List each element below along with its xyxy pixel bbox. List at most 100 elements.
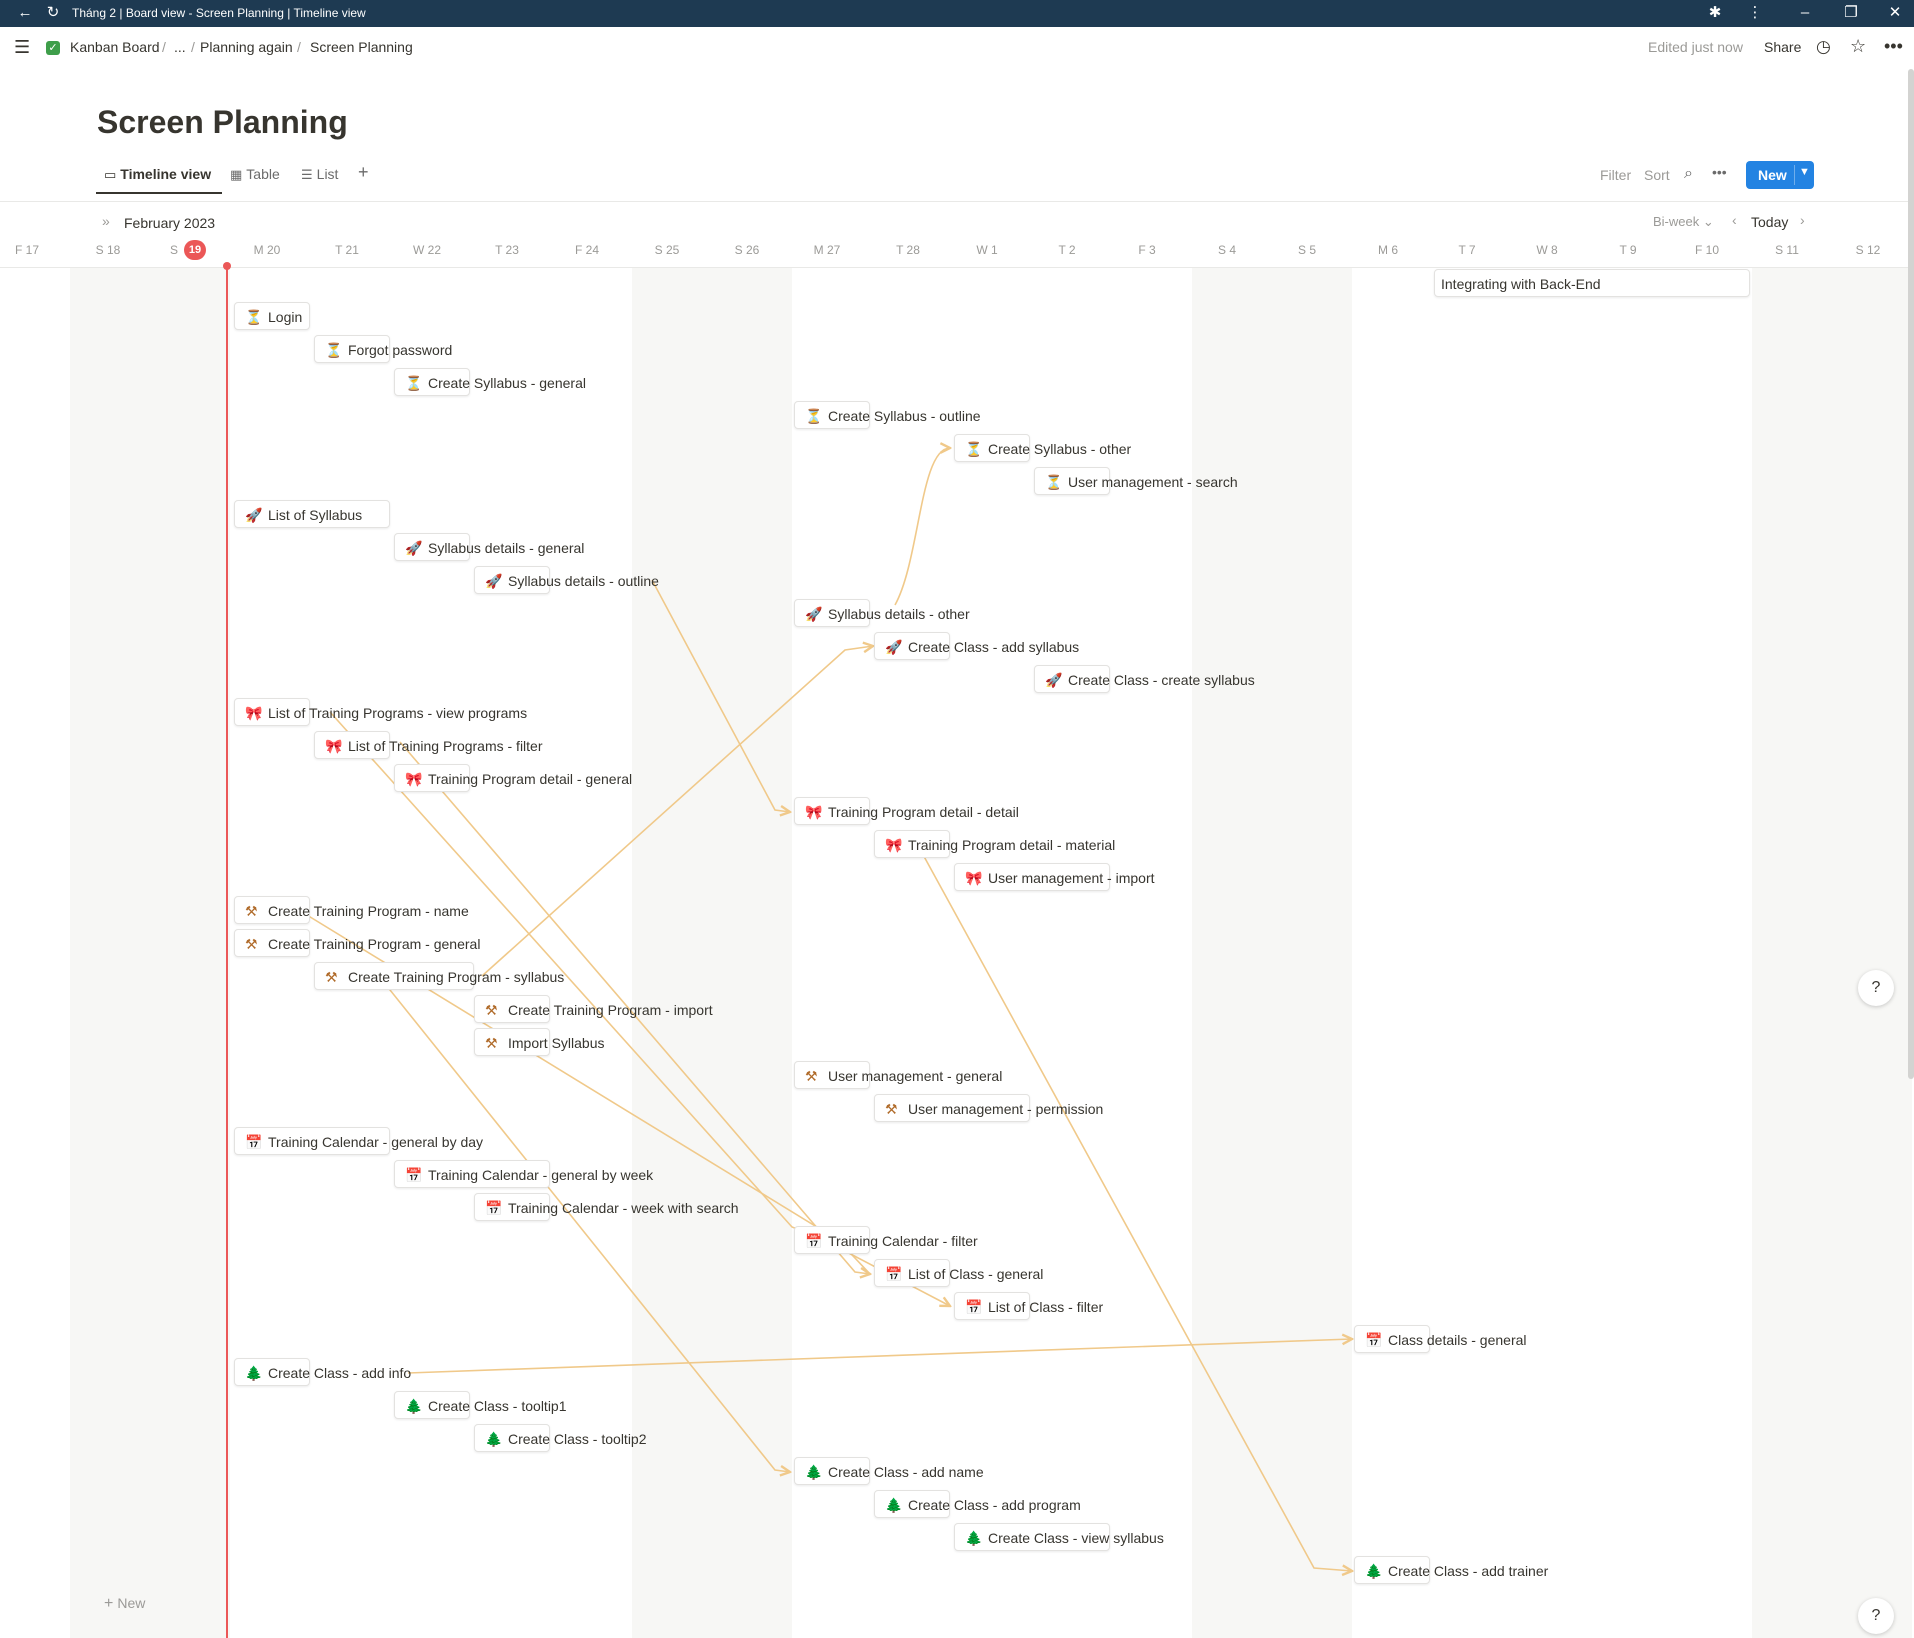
task-label: Create Training Program - import (508, 1002, 713, 1018)
task-bar[interactable]: 🌲Create Class - add trainer (1354, 1556, 1548, 1584)
close-icon[interactable]: ✕ (1888, 4, 1902, 21)
tab-table[interactable]: ▦Table (230, 166, 280, 183)
tab-timeline-view[interactable]: ▭Timeline view (104, 166, 211, 183)
breadcrumb-separator: / (297, 39, 301, 55)
more-options-icon[interactable]: ••• (1884, 36, 1903, 56)
task-bar[interactable]: ⏳User management - search (1034, 467, 1238, 495)
add-view-button[interactable]: + (358, 162, 369, 182)
task-bar[interactable]: ⚒Create Training Program - syllabus (314, 962, 564, 990)
sort-button[interactable]: Sort (1644, 167, 1670, 183)
topbar: ☰ ✓ Kanban Board / ... / Planning again … (0, 27, 1914, 69)
task-bar[interactable]: 📅Training Calendar - general by day (234, 1127, 483, 1155)
task-bar[interactable]: ⏳Forgot password (314, 335, 452, 363)
task-bar[interactable]: ⏳Create Syllabus - general (394, 368, 586, 396)
task-bar[interactable]: 🎀User management - import (954, 863, 1155, 891)
task-bar[interactable]: 🌲Create Class - add name (794, 1457, 984, 1485)
new-button-label: New (1758, 167, 1787, 183)
breadcrumb-kanban-board[interactable]: Kanban Board (70, 39, 160, 55)
scrollbar[interactable] (1908, 69, 1914, 1079)
day-label: S 25 (654, 243, 680, 257)
task-bar[interactable]: 🎀Training Program detail - general (394, 764, 632, 792)
task-label: Training Calendar - general by week (428, 1167, 654, 1183)
task-bar[interactable]: ⚒Create Training Program - import (474, 995, 713, 1023)
new-button[interactable]: New ▼ (1746, 161, 1814, 189)
tab-label: Timeline view (120, 166, 212, 182)
task-label: List of Syllabus (268, 507, 363, 523)
scale-dropdown[interactable]: Bi-week ⌄ (1653, 214, 1714, 229)
more-view-options-icon[interactable]: ••• (1712, 164, 1727, 180)
rocket-icon: 🚀 (1045, 672, 1063, 688)
task-bar[interactable]: ⚒User management - permission (874, 1094, 1103, 1122)
task-bar[interactable]: 🎀List of Training Programs - view progra… (234, 698, 527, 726)
task-bar[interactable]: 🌲Create Class - view syllabus (954, 1523, 1164, 1551)
share-button[interactable]: Share (1764, 39, 1802, 55)
breadcrumb-planning-again[interactable]: Planning again (200, 39, 293, 55)
task-bar[interactable]: 🚀Syllabus details - general (394, 533, 584, 561)
add-new-label: New (117, 1595, 146, 1611)
window-title: Tháng 2 | Board view - Screen Planning |… (72, 6, 366, 20)
previous-arrow-icon[interactable]: ‹ (1732, 212, 1737, 228)
task-bar[interactable]: 🌲Create Class - add info (234, 1358, 411, 1386)
checkbox-page-icon: ✓ (46, 41, 60, 55)
timeline-icon: ▭ (104, 167, 117, 182)
breadcrumb-screen-planning[interactable]: Screen Planning (310, 39, 413, 55)
rocket-icon: 🚀 (405, 540, 423, 556)
task-label: Class details - general (1388, 1332, 1527, 1348)
help-question-icon[interactable]: ? (1858, 970, 1894, 1006)
active-tab-indicator (96, 192, 222, 194)
task-bar[interactable]: ⏳Create Syllabus - outline (794, 401, 981, 429)
reload-icon[interactable]: ↻ (46, 4, 60, 21)
task-bar[interactable]: 🎀List of Training Programs - filter (314, 731, 543, 759)
restore-icon[interactable]: ❐ (1844, 4, 1858, 21)
task-bar[interactable]: 📅Training Calendar - week with search (474, 1193, 739, 1221)
task-label: Training Calendar - week with search (508, 1200, 739, 1216)
task-bar[interactable]: 📅Training Calendar - filter (794, 1226, 978, 1254)
task-bar[interactable]: Integrating with Back-End (1434, 269, 1750, 297)
task-bar[interactable]: 🚀List of Syllabus (234, 500, 390, 528)
day-label: T 21 (335, 243, 359, 257)
search-icon[interactable]: ⌕ (1684, 165, 1693, 182)
task-label: Syllabus details - outline (508, 573, 659, 589)
task-bar[interactable]: 📅List of Class - filter (954, 1292, 1103, 1320)
tab-list[interactable]: ☰List (301, 166, 338, 183)
task-bar[interactable]: ⏳Login (234, 302, 310, 330)
extensions-icon[interactable]: ✱ (1708, 4, 1722, 21)
task-label: Integrating with Back-End (1441, 276, 1601, 292)
task-bar[interactable]: 🚀Create Class - create syllabus (1034, 665, 1255, 693)
task-bar[interactable]: 📅List of Class - general (874, 1259, 1043, 1287)
breadcrumb-ellipsis[interactable]: ... (174, 39, 186, 55)
history-clock-icon[interactable]: ◷ (1816, 37, 1831, 56)
chevron-down-icon[interactable]: ▼ (1799, 166, 1810, 178)
task-bar[interactable]: ⏳Create Syllabus - other (954, 434, 1131, 462)
task-bar[interactable]: ⚒Create Training Program - general (234, 929, 480, 957)
task-bar[interactable]: 🎀Training Program detail - material (874, 830, 1115, 858)
task-bar[interactable]: 🎀Training Program detail - detail (794, 797, 1019, 825)
task-bar[interactable]: 🌲Create Class - tooltip1 (394, 1391, 567, 1419)
back-arrow-icon[interactable]: ← (17, 4, 33, 21)
expand-chevrons-icon[interactable]: » (102, 213, 110, 229)
task-bar[interactable]: 📅Class details - general (1354, 1325, 1527, 1353)
task-label: Create Syllabus - outline (828, 408, 981, 424)
minimize-icon[interactable]: – (1800, 4, 1810, 21)
task-bar[interactable]: ⚒Import Syllabus (474, 1028, 604, 1056)
task-bar[interactable]: 📅Training Calendar - general by week (394, 1160, 653, 1188)
hammer-pick-icon: ⚒ (245, 903, 258, 919)
task-bar[interactable]: ⚒Create Training Program - name (234, 896, 469, 924)
hourglass-icon: ⏳ (1045, 474, 1063, 490)
favorite-star-icon[interactable]: ☆ (1850, 36, 1867, 56)
task-bar[interactable]: 🌲Create Class - add program (874, 1490, 1081, 1518)
task-bar[interactable]: 🚀Syllabus details - outline (474, 566, 659, 594)
hamburger-menu-icon[interactable]: ☰ (14, 37, 31, 57)
help-question-icon[interactable]: ? (1858, 1598, 1894, 1634)
today-button[interactable]: Today (1751, 214, 1789, 230)
task-label: Training Program detail - detail (828, 804, 1019, 820)
add-new-item-button[interactable]: +New (104, 1595, 145, 1613)
next-arrow-icon[interactable]: › (1800, 212, 1805, 228)
task-bar[interactable]: ⚒User management - general (794, 1061, 1002, 1089)
filter-button[interactable]: Filter (1600, 167, 1632, 183)
task-label: User management - general (828, 1068, 1003, 1084)
task-bar[interactable]: 🚀Syllabus details - other (794, 599, 970, 627)
task-bar[interactable]: 🌲Create Class - tooltip2 (474, 1424, 647, 1452)
task-bar[interactable]: 🚀Create Class - add syllabus (874, 632, 1079, 660)
kebab-menu-icon[interactable]: ⋮ (1747, 4, 1763, 21)
